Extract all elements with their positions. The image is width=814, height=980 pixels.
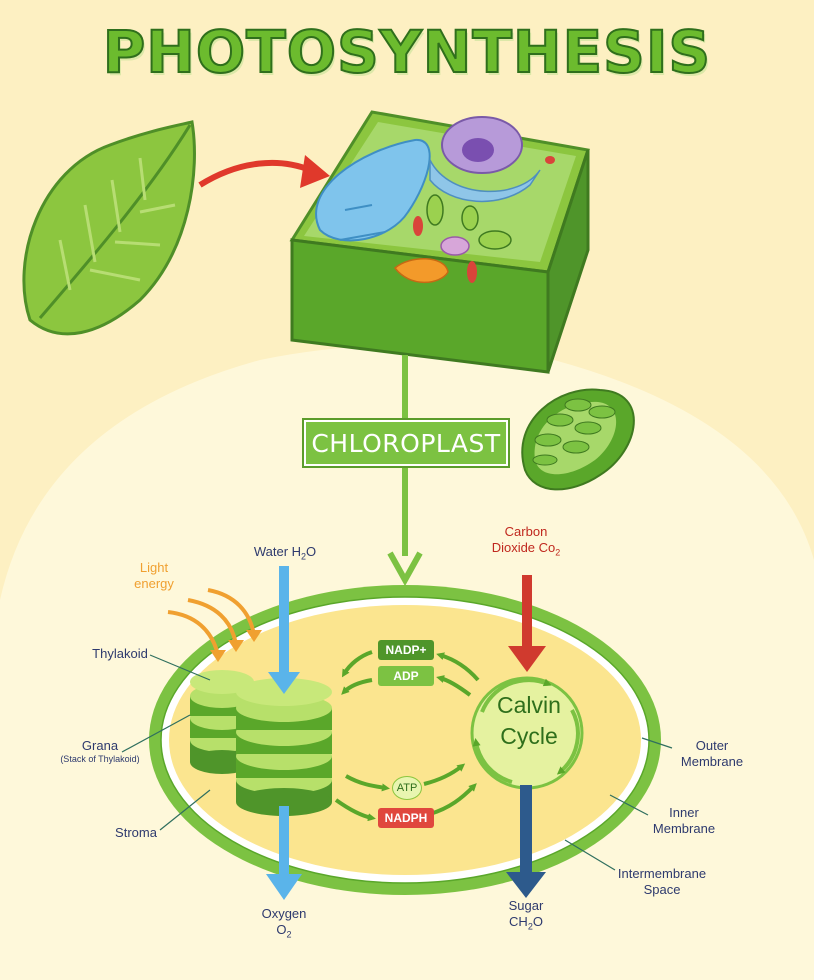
co2-arrow	[522, 575, 532, 649]
carbon-dioxide-label: Carbon Dioxide Co2	[474, 524, 578, 559]
water-sub: 2	[301, 551, 307, 562]
oxygen-sub: 2	[286, 929, 292, 940]
light-energy-rays	[167, 588, 256, 656]
chloroplast-label-box: CHLOROPLAST	[302, 418, 510, 468]
light-line2: energy	[134, 576, 174, 592]
grana-label: Grana (Stack of Thylakoid)	[50, 738, 150, 766]
sugar-label: Sugar CH2O	[496, 898, 556, 933]
water-label: Water H2O	[240, 544, 330, 563]
cell-to-chloroplast-line	[402, 355, 408, 423]
inter-line2: Space	[643, 882, 681, 898]
oxygen-line1: Oxygen	[261, 906, 307, 921]
atp-text: ATP	[396, 782, 418, 794]
outer-line2: Membrane	[680, 754, 744, 770]
page-title: PHOTOSYNTHESIS	[102, 17, 712, 87]
sugar-line2: CH	[509, 914, 528, 930]
sugar-arrow	[520, 785, 532, 875]
nadp-plus-badge: NADP+	[378, 640, 434, 660]
inner-line2: Membrane	[652, 821, 716, 837]
leader-lines	[121, 654, 673, 871]
sugar-tail: O	[532, 914, 543, 930]
inner-line1: Inner	[669, 805, 699, 820]
outer-line1: Outer	[695, 738, 729, 753]
grana-text: Grana	[81, 738, 119, 753]
nadph-badge: NADPH	[378, 808, 434, 828]
carbon-line2: Dioxide Co	[491, 540, 556, 556]
water-tail: O	[306, 544, 317, 559]
leaf-illustration	[22, 120, 196, 336]
adp-badge: ADP	[378, 666, 434, 686]
oxygen-line2: O	[276, 922, 287, 938]
water-text: Water H	[253, 544, 302, 559]
cycle-arrow-top	[436, 652, 480, 682]
small-chloroplast-illustration	[521, 388, 635, 491]
chloroplast-label: CHLOROPLAST	[311, 428, 501, 458]
sugar-sub: 2	[527, 921, 533, 932]
oxygen-label: Oxygen O2	[254, 906, 314, 941]
calvin-line1: Calvin	[497, 692, 561, 718]
water-arrow	[279, 566, 289, 674]
nadp-plus-text: NADP+	[385, 643, 427, 657]
stroma-text: Stroma	[115, 825, 157, 840]
thylakoid-text: Thylakoid	[92, 646, 148, 661]
plant-cell-illustration	[289, 110, 590, 374]
oxygen-arrow	[279, 806, 289, 878]
atp-badge: ATP	[392, 776, 422, 800]
carbon-line1: Carbon	[504, 524, 548, 539]
outer-membrane-label: Outer Membrane	[664, 738, 760, 771]
carbon-sub: 2	[555, 547, 561, 558]
grana-subtext: (Stack of Thylakoid)	[60, 754, 140, 765]
intermembrane-space-label: Intermembrane Space	[606, 866, 718, 899]
cycle-arrow-bottom	[345, 774, 390, 792]
calvin-cycle-label: Calvin Cycle	[474, 690, 584, 752]
chloroplast-down-line	[402, 466, 408, 556]
nadph-text: NADPH	[384, 811, 428, 825]
stroma-label: Stroma	[106, 825, 166, 841]
inter-line1: Intermembrane	[617, 866, 707, 881]
sugar-line1: Sugar	[508, 898, 544, 913]
adp-text: ADP	[393, 669, 419, 683]
light-energy-label: Light energy	[124, 560, 184, 593]
calvin-line2: Cycle	[500, 723, 558, 750]
leaf-to-cell-arrow	[198, 159, 312, 188]
grana-large-stack	[236, 678, 332, 816]
light-line1: Light	[139, 560, 169, 575]
thylakoid-label: Thylakoid	[80, 646, 160, 662]
inner-membrane-label: Inner Membrane	[636, 805, 732, 838]
